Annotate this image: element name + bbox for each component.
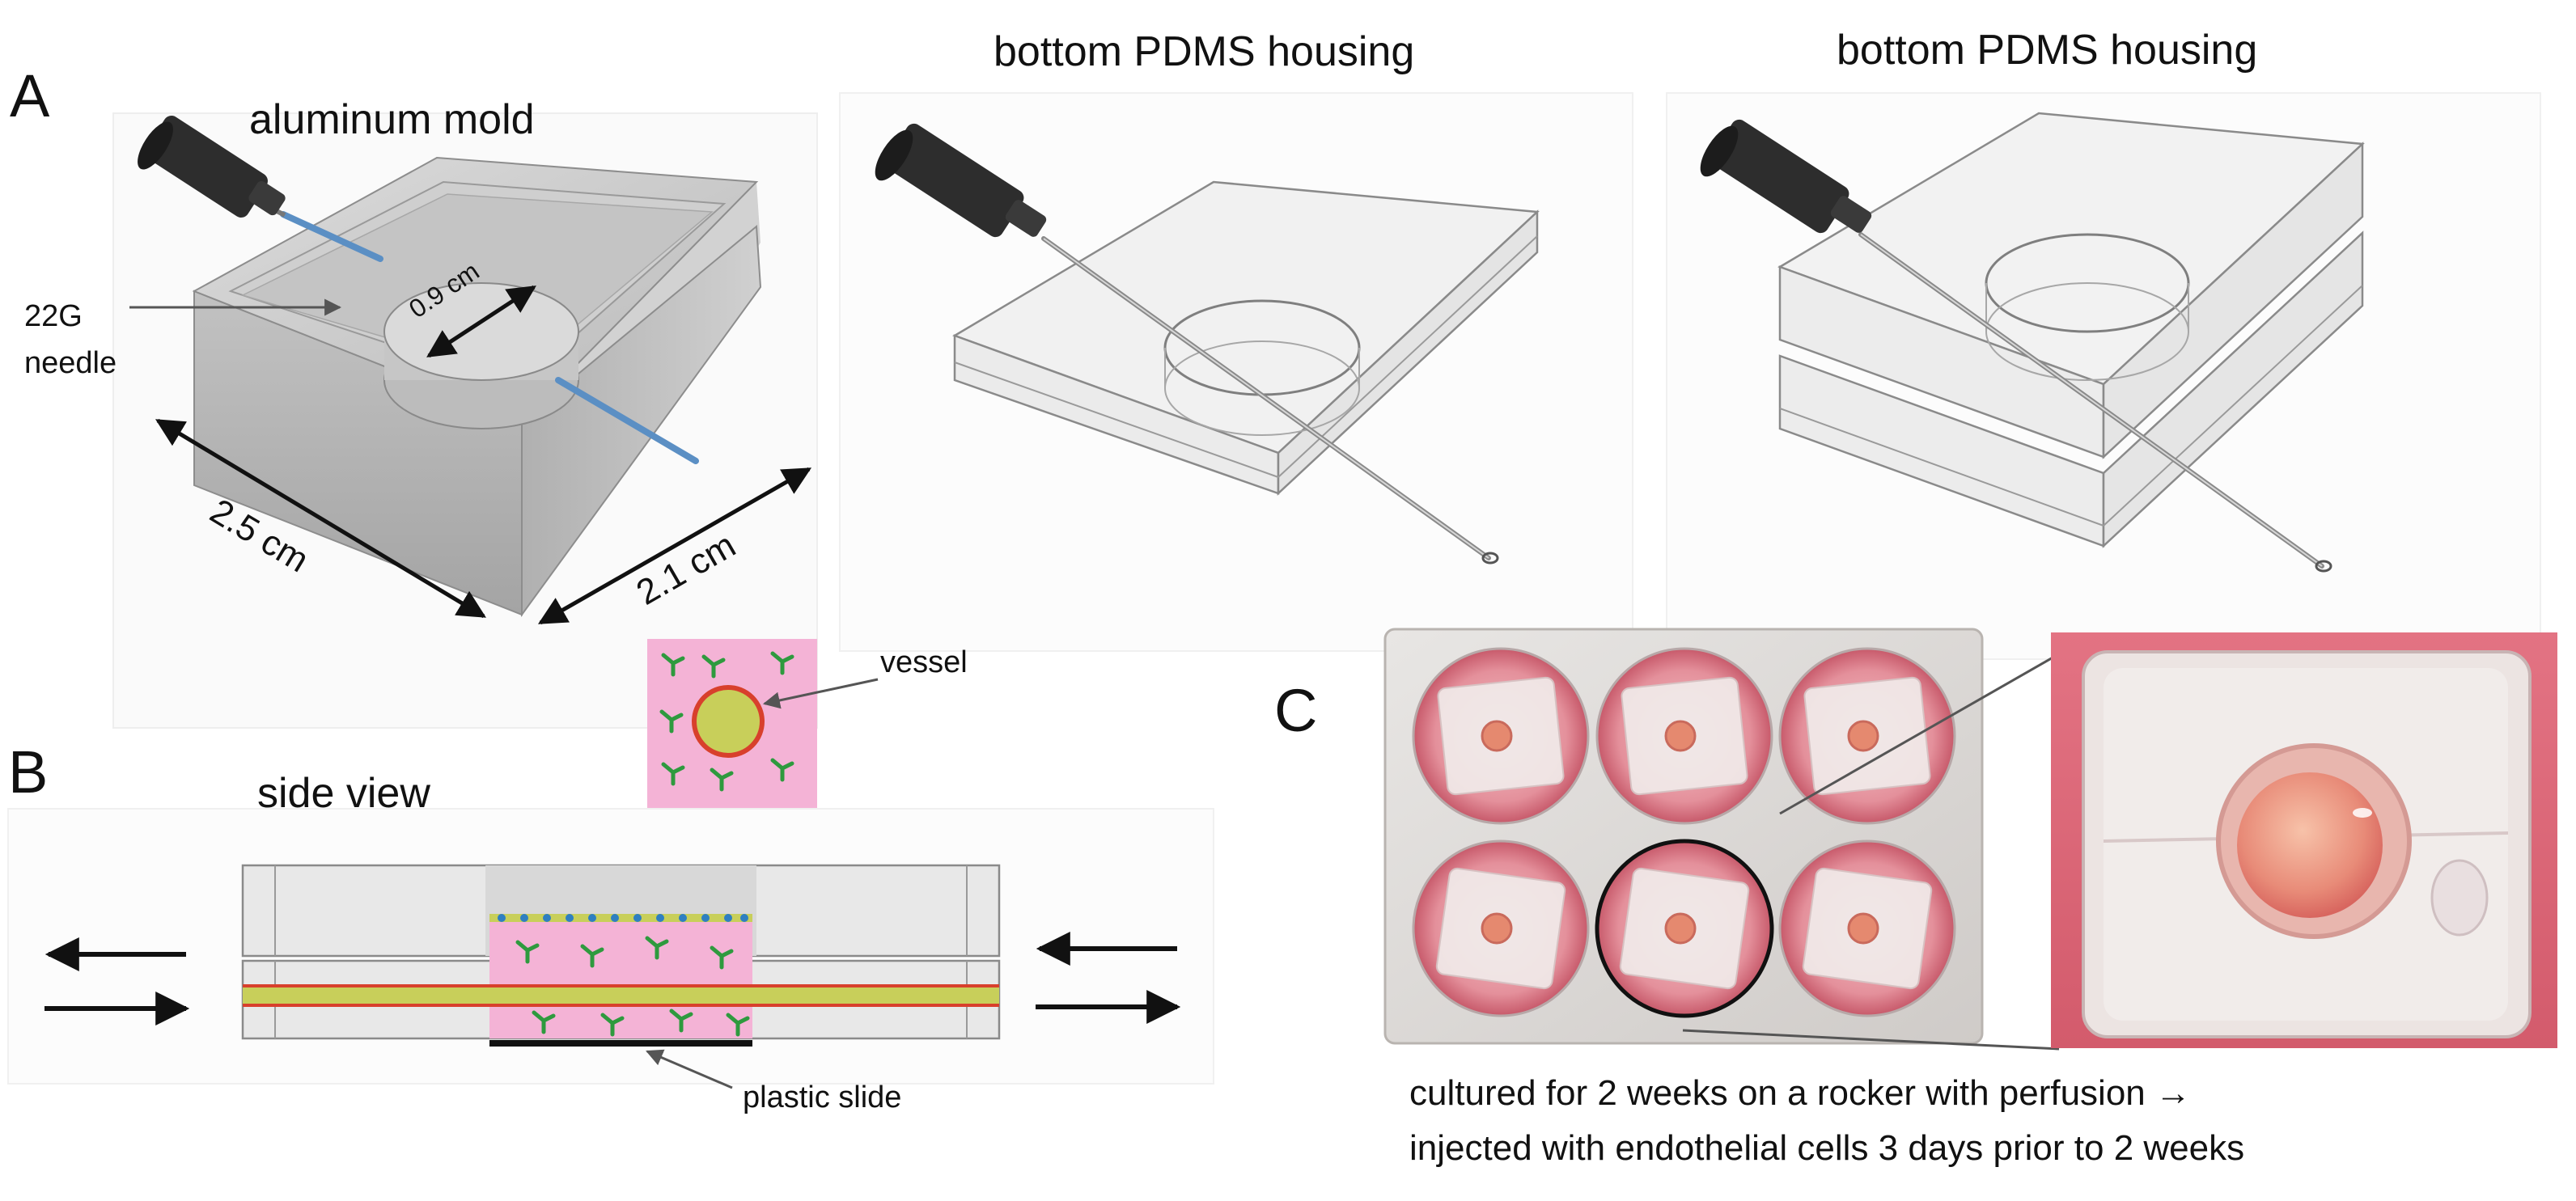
plastic-slide-label: plastic slide	[743, 1080, 902, 1114]
housing-title-1: bottom PDMS housing	[994, 28, 1415, 75]
well-5	[1595, 839, 1774, 1018]
pdms-housing-double	[1666, 92, 2541, 660]
syringe-hub-c	[1700, 119, 1872, 234]
side-view	[7, 808, 1214, 1089]
mold-title: aluminum mold	[249, 96, 535, 143]
panel-letter-a: A	[10, 62, 50, 129]
well-3	[1778, 647, 1956, 825]
syringe-hub-a	[138, 115, 286, 218]
panel-letter-b: B	[8, 738, 49, 806]
vessel-inset	[638, 639, 879, 948]
panel-letter-c: C	[1274, 677, 1318, 744]
caption-line-2: injected with endothelial cells 3 days p…	[1409, 1128, 2245, 1168]
syringe-hub-b	[875, 123, 1047, 238]
wells	[1412, 647, 1956, 1018]
well-1	[1412, 647, 1590, 825]
needle-label-line1: 22G	[24, 299, 83, 333]
pdms-housing-single	[839, 92, 1633, 652]
well-6	[1778, 839, 1956, 1017]
needle-label-line2: needle	[24, 346, 117, 380]
vessel-label: vessel	[880, 645, 968, 679]
zoomed-well-photo	[2051, 632, 2557, 1048]
side-view-title: side view	[257, 770, 430, 817]
housing-title-2: bottom PDMS housing	[1837, 27, 2258, 74]
caption-line-1: cultured for 2 weeks on a rocker with pe…	[1409, 1073, 2192, 1113]
aluminum-mold	[112, 112, 818, 729]
well-2	[1595, 647, 1773, 825]
well-4	[1412, 839, 1590, 1017]
